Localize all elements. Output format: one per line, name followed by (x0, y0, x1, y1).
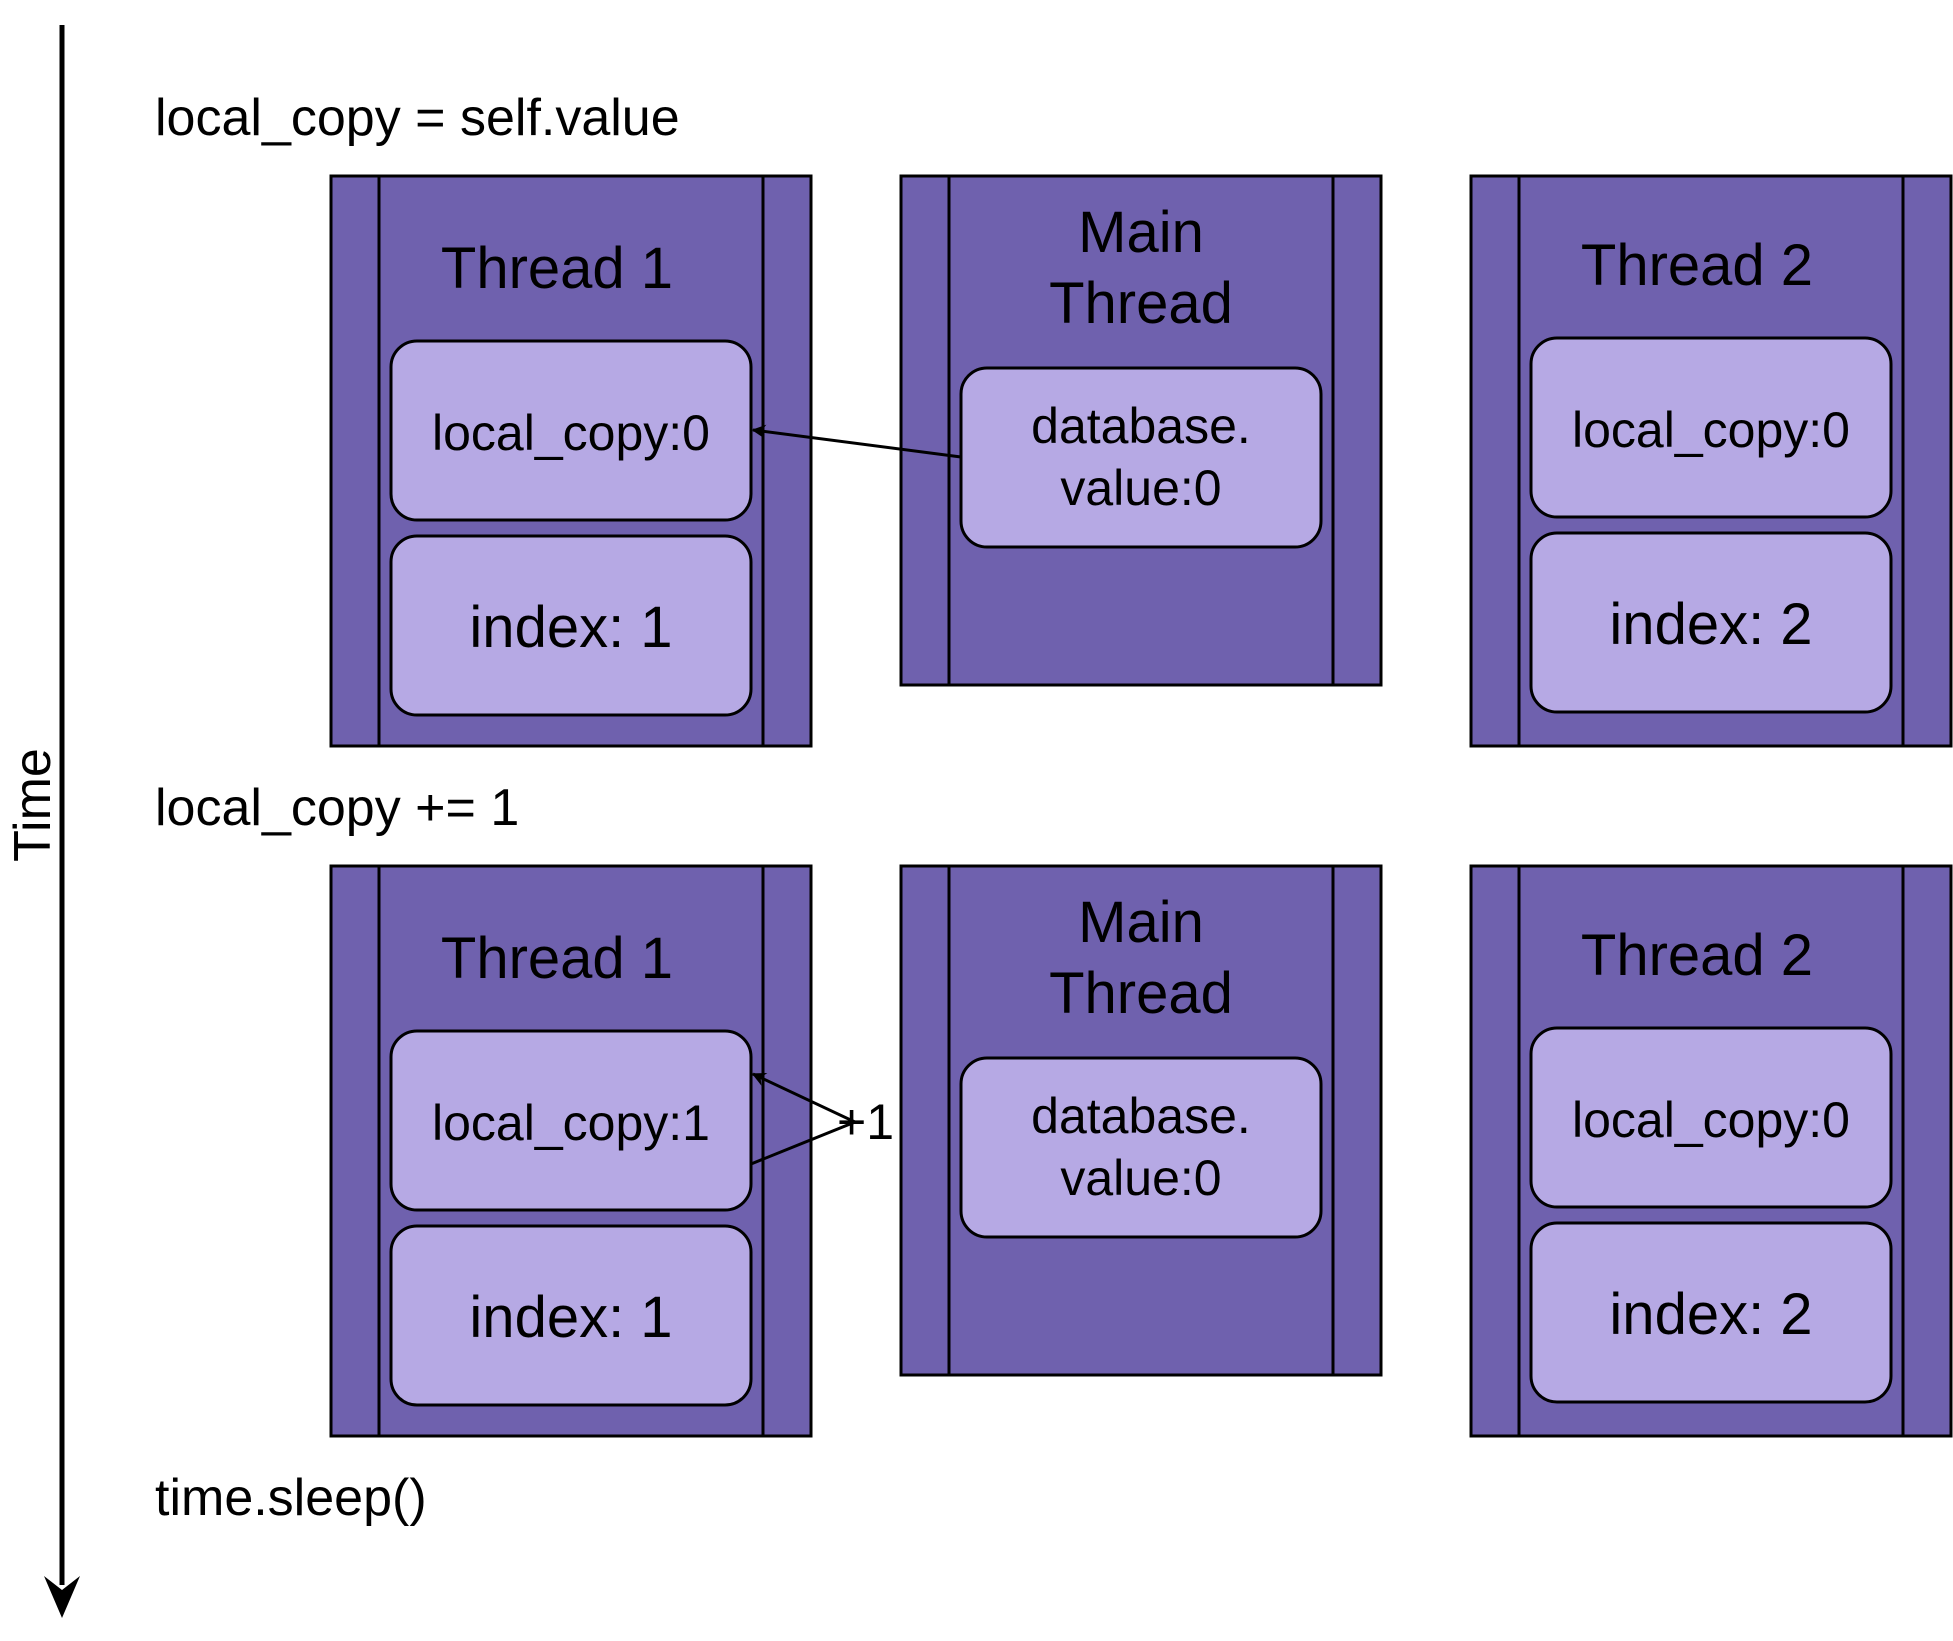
index-cell (389, 1224, 753, 1407)
step-2-thread-2: Thread 2 local_copy:0 index: 2 (1469, 864, 1953, 1438)
increment-arrow: +1 (750, 1072, 894, 1166)
database-label: database. (1031, 1088, 1251, 1144)
step-3-label: time.sleep() (155, 1469, 427, 1527)
thread-1-title: Thread 1 (441, 236, 673, 301)
index-cell (1529, 1221, 1893, 1404)
step-2-main-thread: Main Thread database. value:0 (899, 864, 1383, 1377)
local-copy-cell (1529, 1026, 1893, 1209)
time-axis-label: Time (4, 748, 62, 862)
time-axis-arrowhead (44, 1576, 80, 1618)
copy-value-arrow (751, 424, 962, 459)
step-1-main-thread: Main Thread database. value:0 (899, 174, 1383, 687)
step-1-thread-1: Thread 1 local_copy:0 index: 1 (329, 174, 813, 748)
thread-2-title: Thread 2 (1581, 923, 1813, 988)
index-cell (389, 534, 753, 717)
thread-2-title: Thread 2 (1581, 233, 1813, 298)
time-axis: Time (4, 25, 80, 1618)
database-value-cell (959, 366, 1323, 549)
local-copy-value: local_copy:0 (432, 405, 710, 461)
step-2-label: local_copy += 1 (155, 779, 519, 837)
main-thread-title-line-2: Thread (1049, 271, 1233, 336)
local-copy-cell (389, 1029, 753, 1212)
increment-label: +1 (837, 1094, 894, 1150)
index-value: index: 2 (1609, 592, 1812, 657)
database-value-cell (959, 1056, 1323, 1239)
index-value: index: 1 (469, 595, 672, 660)
main-thread-title-line-2: Thread (1049, 961, 1233, 1026)
database-label: database. (1031, 398, 1251, 454)
step-1-thread-2: Thread 2 local_copy:0 index: 2 (1469, 174, 1953, 748)
step-1-label: local_copy = self.value (155, 89, 680, 147)
increment-loop-line (750, 1072, 859, 1166)
main-thread-title-line-1: Main (1078, 200, 1204, 265)
local-copy-value: local_copy:0 (1572, 402, 1850, 458)
index-value: index: 1 (469, 1285, 672, 1350)
thread-1-title: Thread 1 (441, 926, 673, 991)
local-copy-cell (1529, 336, 1893, 519)
database-value: value:0 (1060, 460, 1221, 516)
index-value: index: 2 (1609, 1282, 1812, 1347)
database-value: value:0 (1060, 1150, 1221, 1206)
step-2-thread-1: Thread 1 local_copy:1 index: 1 (329, 864, 813, 1438)
local-copy-cell (389, 339, 753, 522)
main-thread-title-line-1: Main (1078, 890, 1204, 955)
local-copy-value: local_copy:0 (1572, 1092, 1850, 1148)
local-copy-value: local_copy:1 (432, 1095, 710, 1151)
index-cell (1529, 531, 1893, 714)
